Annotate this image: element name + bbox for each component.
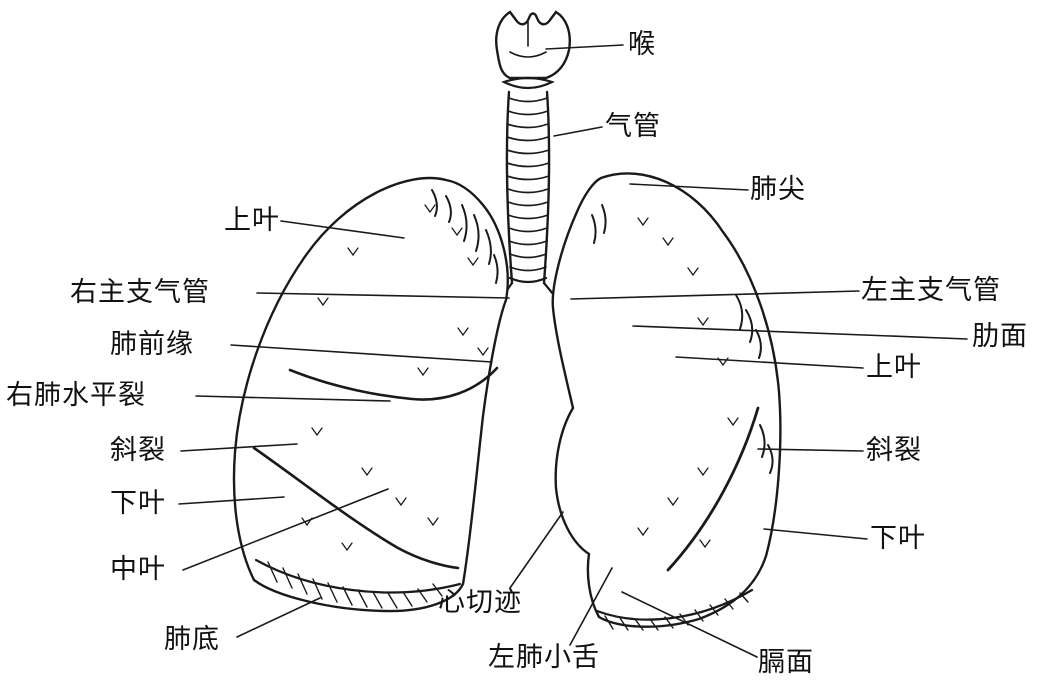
leader-oblique-fissure-right [180, 443, 298, 452]
leader-oblique-fissure-left [757, 448, 864, 452]
leader-larynx [545, 44, 624, 50]
horizontal-fissure-line [288, 366, 499, 401]
leader-horizontal-fissure [195, 395, 391, 402]
label-diaphragmatic-surface: 膈面 [758, 647, 814, 677]
leader-cardiac-notch [509, 511, 564, 589]
label-upper-lobe-left: 上叶 [866, 352, 922, 382]
leader-left-main-bronchus [570, 290, 860, 300]
label-upper-lobe-right: 上叶 [224, 205, 280, 235]
leader-upper-lobe-left [675, 356, 864, 369]
right-oblique-fissure-line [252, 446, 460, 570]
leader-costal-surface [632, 325, 968, 340]
leader-lung-apex [629, 183, 749, 191]
leader-upper-lobe-right [280, 220, 405, 239]
label-right-main-bronchus: 右主支气管 [70, 277, 210, 307]
right-lung-drawing [232, 176, 509, 613]
label-lower-lobe-left: 下叶 [870, 523, 926, 553]
left-diaphragm-fold [595, 588, 754, 621]
left-oblique-fissure-line [666, 406, 760, 572]
leader-lung-base [236, 597, 321, 638]
larynx-drawing [495, 10, 571, 90]
label-anterior-border: 肺前缘 [110, 329, 194, 359]
label-horizontal-fissure: 右肺水平裂 [6, 380, 146, 410]
lung-texture-marks [301, 189, 774, 552]
leader-middle-lobe [182, 488, 389, 571]
label-costal-surface: 肋面 [972, 321, 1028, 351]
right-lung-base-fold [254, 558, 462, 594]
trachea-drawing [498, 90, 560, 302]
leader-lower-lobe-right [178, 496, 285, 505]
label-lingula: 左肺小舌 [488, 642, 600, 672]
label-middle-lobe: 中叶 [110, 554, 166, 584]
label-lung-base: 肺底 [164, 624, 220, 654]
leader-right-main-bronchus [256, 292, 510, 299]
left-lung-drawing [551, 172, 782, 631]
leader-lingula [569, 567, 613, 646]
label-trachea: 气管 [605, 111, 661, 141]
leader-diaphragmatic-surface [621, 591, 758, 658]
leader-lines [178, 44, 968, 658]
leader-anterior-border [230, 344, 493, 363]
label-oblique-fissure-right: 斜裂 [110, 435, 166, 465]
label-lung-apex: 肺尖 [750, 174, 806, 204]
label-lower-lobe-right: 下叶 [110, 488, 166, 518]
label-larynx: 喉 [628, 29, 656, 59]
leader-lower-lobe-left [763, 528, 868, 540]
right-base-hatching [267, 561, 443, 609]
label-oblique-fissure-left: 斜裂 [866, 435, 922, 465]
label-left-main-bronchus: 左主支气管 [861, 275, 1001, 305]
label-cardiac-notch: 心切迹 [438, 587, 522, 617]
leader-trachea [553, 126, 603, 137]
left-diaphragm-hatching [604, 592, 749, 631]
